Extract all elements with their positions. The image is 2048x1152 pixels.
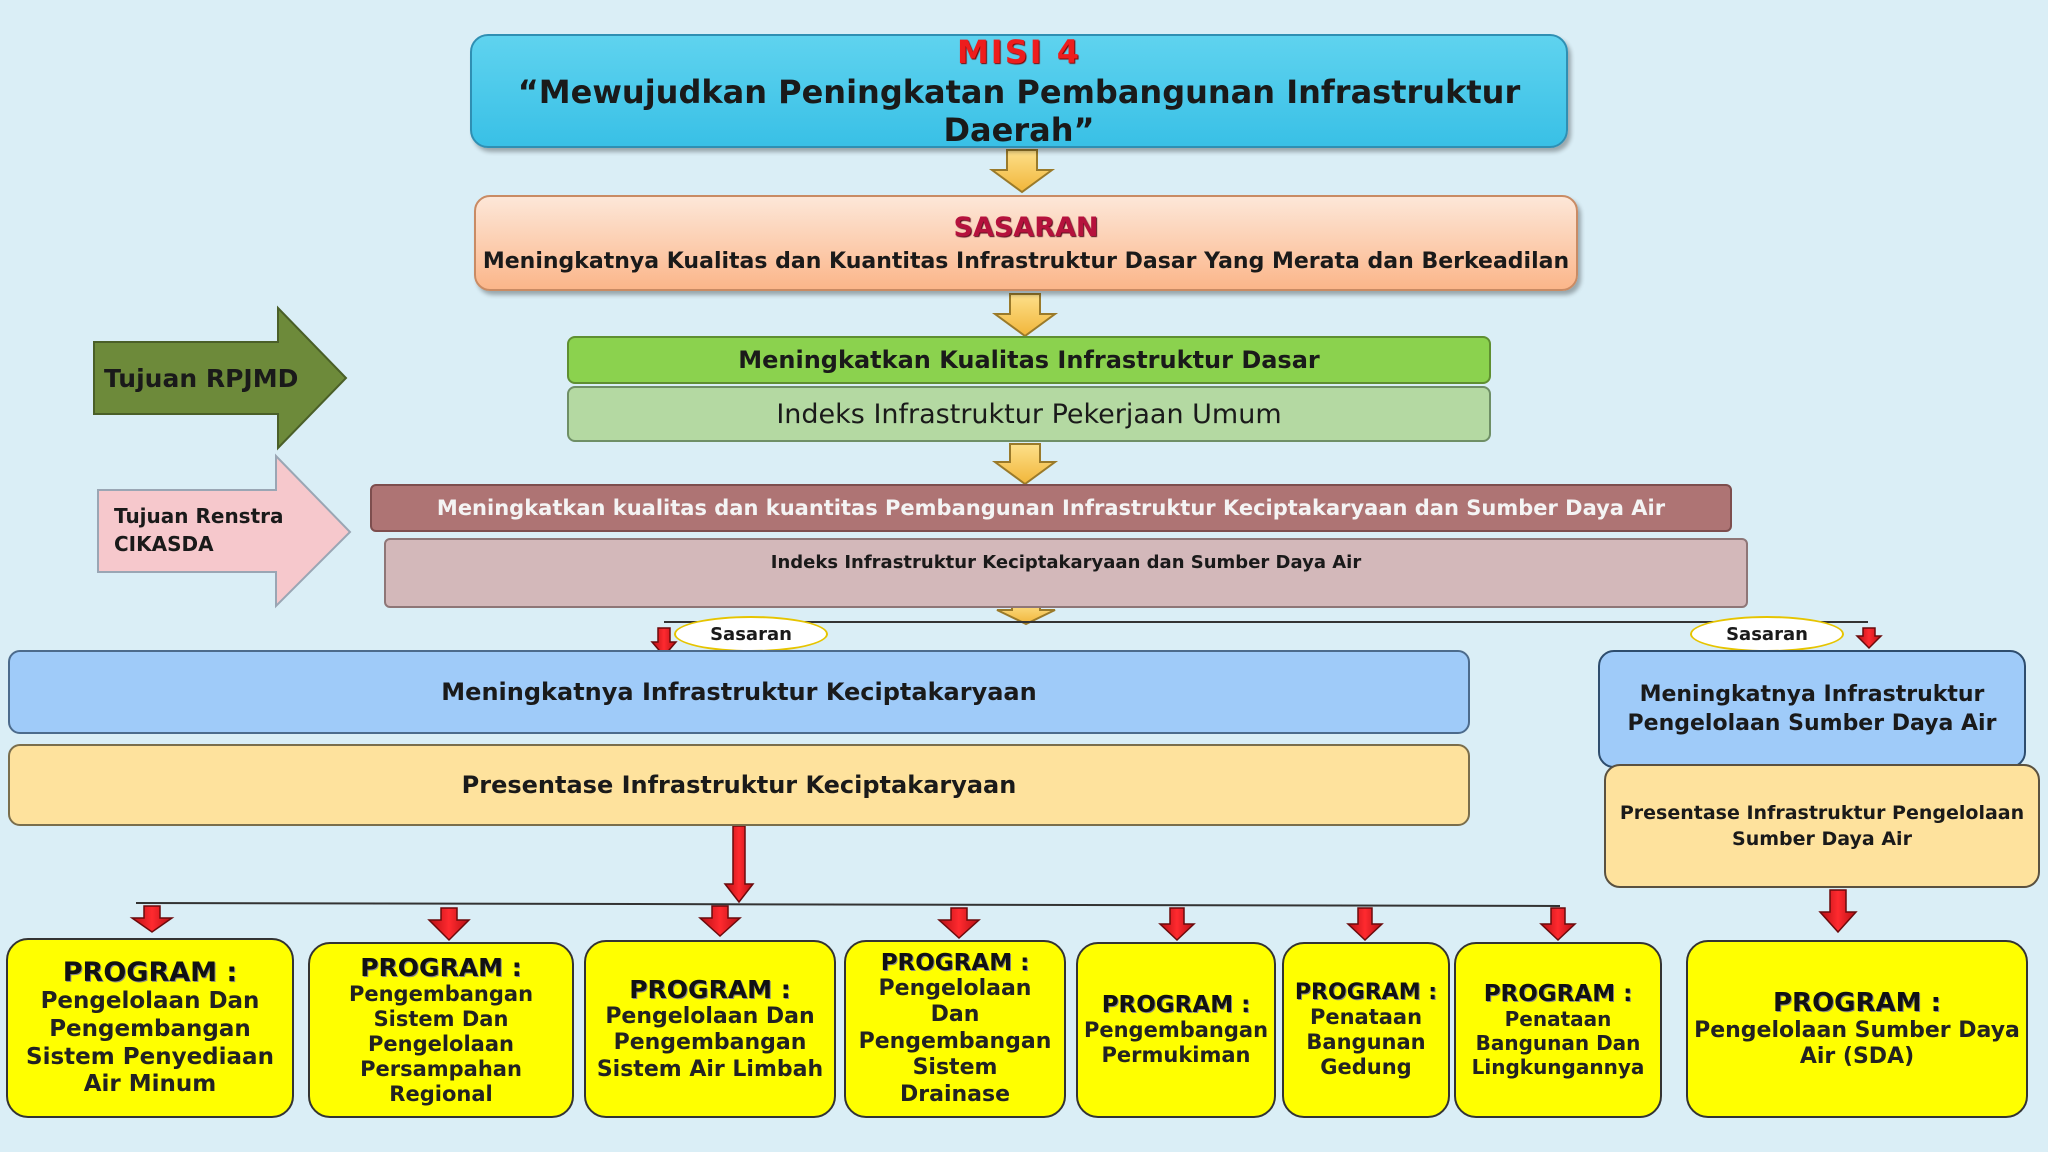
misi-box: MISI 4 “Mewujudkan Peningkatan Pembangun…: [470, 33, 1568, 149]
sasaran-left-indicator-box: Presentase Infrastruktur Keciptakaryaan: [8, 744, 1470, 826]
tujuan-rpjmd-arrow: [93, 305, 348, 451]
program-desc-line: Pengembangan: [613, 1030, 807, 1056]
program-desc-line: Sistem Penyediaan: [26, 1043, 274, 1070]
program-label: PROGRAM :: [1101, 991, 1251, 1018]
program-desc-line: Pengelolaan: [878, 976, 1032, 1002]
sasaran-right-goal-line2: Pengelolaan Sumber Daya Air: [1627, 711, 1997, 736]
red-arrow-sasaran-right: [1855, 627, 1883, 650]
red-arrow-program-6: [1346, 907, 1384, 942]
sasaran-right-indicator-line1: Presentase Infrastruktur Pengelolaan: [1619, 802, 2025, 824]
program-desc-line: Pengelolaan: [368, 1031, 514, 1056]
program-label: PROGRAM :: [1483, 981, 1633, 1007]
tujuan-renstra-label-line1: Tujuan Renstra: [114, 504, 284, 528]
renstra-goal-box: Meningkatkan kualitas dan kuantitas Pemb…: [370, 484, 1732, 532]
sasaran-box: SASARAN Meningkatnya Kualitas dan Kuanti…: [474, 195, 1578, 291]
program-desc-line: Sistem Air Limbah: [596, 1056, 824, 1082]
program-label: PROGRAM :: [1773, 987, 1941, 1018]
red-arrow-program-4: [937, 907, 981, 940]
gold-arrow-3: [991, 443, 1059, 486]
sasaran-right-indicator-box: Presentase Infrastruktur Pengelolaan Sum…: [1604, 764, 2040, 888]
program-box-3: PROGRAM : Pengelolaan Dan Pengembangan S…: [584, 940, 836, 1118]
red-arrow-main-down: [723, 825, 755, 904]
misi-title: MISI 4: [956, 33, 1082, 71]
program-desc-line: Penataan: [1504, 1007, 1612, 1031]
sasaran-text: Meningkatnya Kualitas dan Kuantitas Infr…: [482, 249, 1570, 274]
gold-arrow-2: [991, 293, 1059, 338]
red-arrow-program-7: [1539, 907, 1577, 942]
program-box-6: PROGRAM : Penataan Bangunan Gedung: [1282, 942, 1450, 1118]
program-desc-line: Bangunan Dan: [1475, 1031, 1641, 1055]
program-desc-line: Pengembangan: [1083, 1017, 1269, 1042]
program-desc-line: Sistem: [912, 1055, 998, 1081]
program-desc-line: Lingkungannya: [1471, 1055, 1645, 1079]
program-label: PROGRAM :: [1294, 979, 1438, 1005]
program-desc-line: Pengembangan: [858, 1028, 1052, 1054]
red-arrow-sasaran-left: [650, 627, 678, 658]
program-box-2: PROGRAM : Pengembangan Sistem Dan Pengel…: [308, 942, 574, 1118]
sasaran-left-goal-box: Meningkatnya Infrastruktur Keciptakaryaa…: [8, 650, 1470, 734]
misi-text: “Mewujudkan Peningkatan Pembangunan Infr…: [517, 73, 1521, 149]
rpjmd-goal-box: Meningkatkan Kualitas Infrastruktur Dasa…: [567, 336, 1491, 384]
program-label: PROGRAM :: [880, 950, 1030, 977]
program-desc-line: Pengelolaan Dan: [605, 1003, 815, 1029]
gold-arrow-1: [988, 149, 1056, 194]
red-arrow-program-3: [698, 905, 742, 938]
program-label: PROGRAM :: [629, 974, 791, 1004]
program-desc-line: Persampahan: [360, 1057, 522, 1082]
program-desc-line: Gedung: [1320, 1055, 1412, 1080]
program-desc-line: Pengelolaan Sumber Daya: [1694, 1017, 2020, 1043]
red-arrow-program-1: [129, 905, 175, 933]
program-box-5: PROGRAM : Pengembangan Permukiman: [1076, 942, 1276, 1118]
program-desc-line: Air (SDA): [1799, 1044, 1915, 1069]
program-desc-line: Dan: [930, 1002, 980, 1028]
rpjmd-indicator-box: Indeks Infrastruktur Pekerjaan Umum: [567, 386, 1491, 442]
tujuan-rpjmd-label: Tujuan RPJMD: [104, 364, 299, 393]
red-arrow-program-5: [1158, 907, 1196, 942]
program-desc-line: Pengembangan: [49, 1015, 251, 1042]
program-box-4: PROGRAM : Pengelolaan Dan Pengembangan S…: [844, 940, 1066, 1118]
sasaran-right-goal-box: Meningkatnya Infrastruktur Pengelolaan S…: [1598, 650, 2026, 768]
sasaran-right-goal-line1: Meningkatnya Infrastruktur: [1639, 682, 1985, 707]
program-desc-line: Bangunan: [1306, 1029, 1426, 1054]
tujuan-renstra-label: Tujuan Renstra CIKASDA: [114, 502, 284, 558]
sasaran-oval-right: Sasaran: [1690, 616, 1844, 652]
tujuan-renstra-label-line2: CIKASDA: [114, 532, 214, 556]
program-desc-line: Sistem Dan: [373, 1006, 509, 1031]
tujuan-renstra-arrow: [97, 453, 352, 609]
red-arrow-program-8: [1818, 889, 1858, 934]
program-desc-line: Penataan: [1309, 1004, 1423, 1029]
program-desc-line: Permukiman: [1101, 1043, 1251, 1067]
program-desc-line: Pengembangan: [348, 981, 534, 1006]
program-box-8: PROGRAM : Pengelolaan Sumber Daya Air (S…: [1686, 940, 2028, 1118]
program-label: PROGRAM :: [360, 952, 522, 982]
program-branch-line: [135, 902, 1561, 907]
program-box-7: PROGRAM : Penataan Bangunan Dan Lingkung…: [1454, 942, 1662, 1118]
red-arrow-program-2: [427, 907, 471, 942]
renstra-indicator-box: Indeks Infrastruktur Keciptakaryaan dan …: [384, 538, 1748, 608]
program-label: PROGRAM :: [62, 957, 238, 989]
program-box-1: PROGRAM : Pengelolaan Dan Pengembangan S…: [6, 938, 294, 1118]
program-desc-line: Drainase: [899, 1081, 1011, 1107]
program-desc-line: Air Minum: [83, 1071, 217, 1098]
sasaran-title: SASARAN: [953, 212, 1099, 243]
sasaran-oval-left: Sasaran: [674, 616, 828, 652]
program-desc-line: Regional: [389, 1082, 493, 1107]
program-desc-line: Pengelolaan Dan: [40, 988, 260, 1015]
sasaran-right-indicator-line2: Sumber Daya Air: [1732, 828, 1912, 850]
